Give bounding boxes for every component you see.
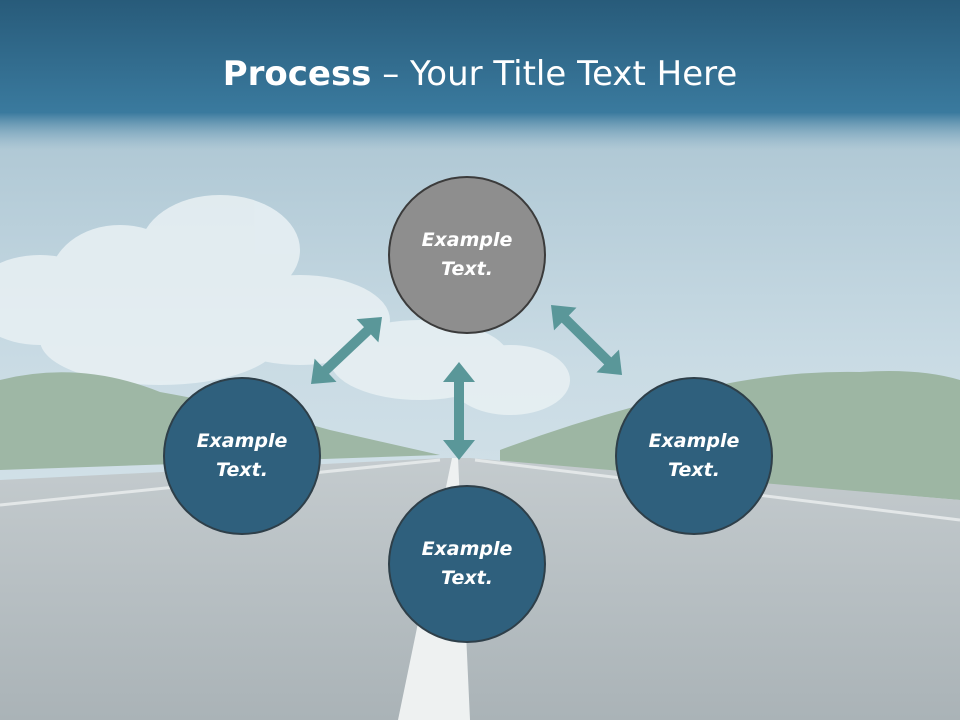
title-bar <box>0 0 960 150</box>
node-top[interactable]: Example Text. <box>388 176 546 334</box>
arrow-top-left <box>311 317 382 384</box>
node-bottom[interactable]: Example Text. <box>388 485 546 643</box>
title-rest: – Your Title Text Here <box>371 54 738 94</box>
title-bold: Process <box>222 54 372 94</box>
arrow-top-bottom <box>443 362 475 460</box>
node-bottom-label: Example Text. <box>421 538 513 589</box>
arrow-top-right <box>551 305 622 375</box>
node-top-label: Example Text. <box>421 229 513 280</box>
node-left-label: Example Text. <box>196 430 288 481</box>
slide-title: Process – Your Title Text Here <box>0 52 960 96</box>
node-right[interactable]: Example Text. <box>615 377 773 535</box>
node-right-label: Example Text. <box>648 430 740 481</box>
node-left[interactable]: Example Text. <box>163 377 321 535</box>
